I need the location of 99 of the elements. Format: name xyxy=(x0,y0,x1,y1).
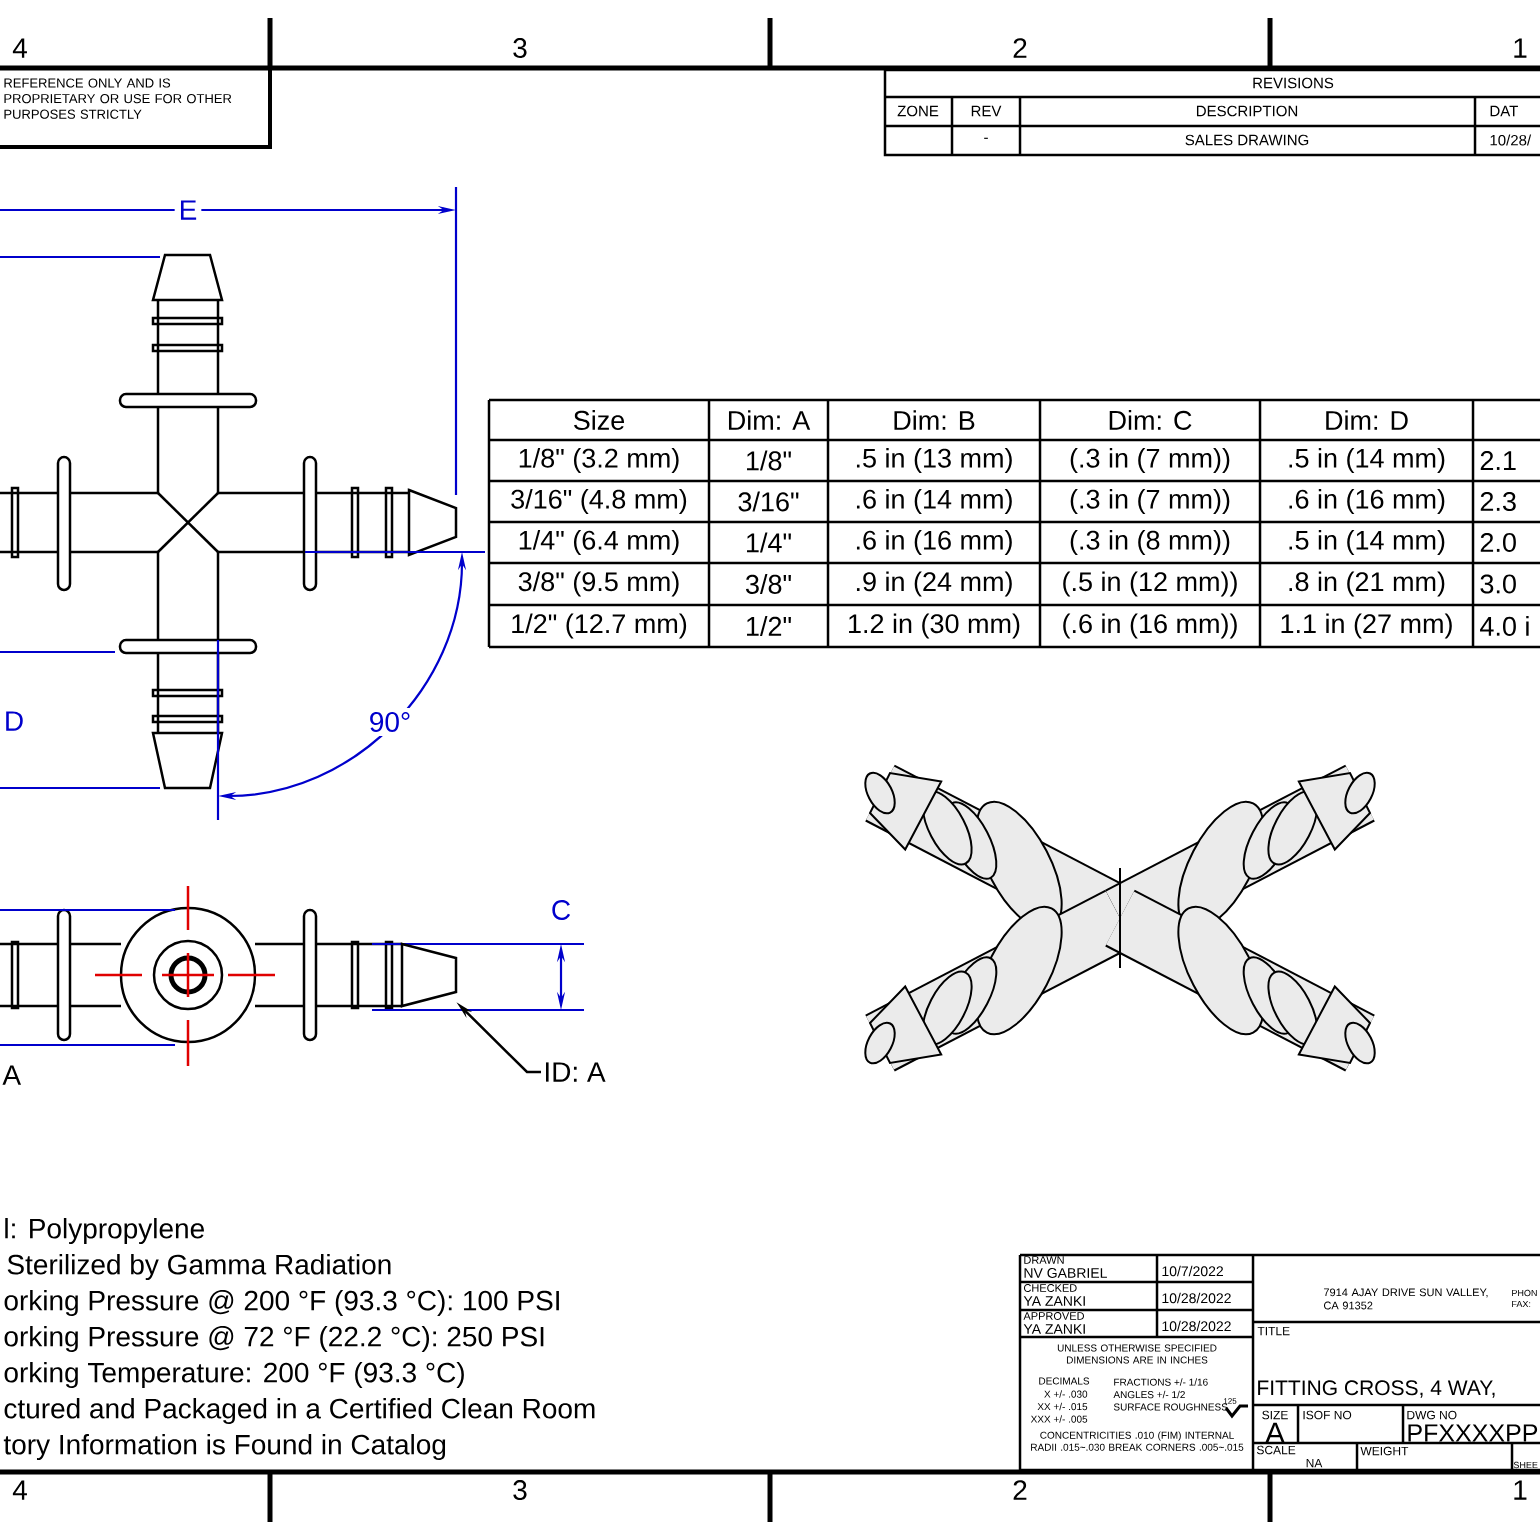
table-heading: Dim: D xyxy=(1326,410,1408,430)
table-entry: 3/8" xyxy=(746,574,791,594)
zone-number: 4 xyxy=(12,38,27,58)
title-block-text: FRACTIONS +/- 1/16 xyxy=(1114,1378,1208,1386)
drawing-number: PFXXXXPP xyxy=(1408,1424,1538,1442)
dimension-label: D xyxy=(6,711,23,731)
table-entry: SALES DRAWING xyxy=(1185,134,1309,146)
table-entry: .5 in (13 mm) xyxy=(856,447,1012,474)
title-block-text: FAX: xyxy=(1512,1300,1531,1308)
table-entry: - xyxy=(984,137,988,139)
table-entry: 1/8" (3.2 mm) xyxy=(519,447,679,474)
table-entry: DAT xyxy=(1490,105,1518,117)
table-entry: 1/4" (6.4 mm) xyxy=(519,529,679,556)
table-heading: Dim: C xyxy=(1109,410,1192,430)
table-entry: 1/2" xyxy=(747,616,791,636)
title-block-text: YA ZANKI xyxy=(1023,1324,1085,1334)
table-entry: 1/2" (12.7 mm) xyxy=(512,613,687,639)
table-entry: .6 in (14 mm) xyxy=(856,488,1012,515)
callout-text: ID: A xyxy=(546,1062,606,1082)
zone-number: 2 xyxy=(1013,1480,1027,1500)
table-entry: .8 in (21 mm) xyxy=(1289,571,1445,597)
title-block-text: SCALE xyxy=(1256,1445,1296,1455)
title-block-text: DRAWN xyxy=(1024,1256,1064,1264)
zone-number: 3 xyxy=(513,38,527,58)
table-entry: 10/28/ xyxy=(1490,134,1532,146)
title-block-text: SURFACE ROUGHNESS xyxy=(1113,1403,1228,1411)
table-entry: 2.0 xyxy=(1480,532,1516,553)
table-entry: 2.3 xyxy=(1480,491,1516,512)
title-block-text: NA xyxy=(1306,1458,1323,1468)
table-entry: 3/16" xyxy=(738,491,799,512)
title-block-text: ANGLES +/- 1/2 xyxy=(1113,1390,1185,1399)
title-block-text: SHEE xyxy=(1513,1461,1538,1469)
title-block-text: TITLE xyxy=(1257,1326,1290,1336)
dimension-label: 90° xyxy=(364,708,416,736)
title-block-text: 10/7/2022 xyxy=(1162,1265,1223,1277)
table-entry: 4.0 i xyxy=(1480,616,1529,636)
table-entry: 1.2 in (30 mm) xyxy=(849,613,1020,639)
title-block-text: APPROVED xyxy=(1023,1312,1084,1320)
table-entry: .9 in (24 mm) xyxy=(856,571,1012,597)
table-entry: 1/4" xyxy=(747,532,791,553)
title-block-text: 10/28/2022 xyxy=(1162,1292,1231,1304)
dimension-label: C xyxy=(552,900,571,920)
table-entry: 3/16" (4.8 mm) xyxy=(511,488,687,515)
table-entry: .6 in (16 mm) xyxy=(856,529,1012,556)
title-block-text: X +/- .030 xyxy=(1044,1390,1088,1398)
note-text: Sterilized by Gamma Radiation xyxy=(7,1254,391,1281)
table-heading: REVISIONS xyxy=(1253,77,1334,89)
address-text: 7914 AJAY DRIVE SUN VALLEY, CA 91352 xyxy=(1324,1288,1488,1310)
table-entry: .5 in (14 mm) xyxy=(1289,447,1445,474)
notice-text: REFERENCE ONLY AND IS PROPRIETARY OR USE FOR OTHER PURPOSES STRICTLY xyxy=(4,78,232,119)
table-entry: 1.1 in (27 mm) xyxy=(1281,613,1452,639)
zone-number: 1 xyxy=(1514,38,1527,58)
note-text: orking Temperature: 200 °F (93.3 °C) xyxy=(4,1362,464,1389)
title-block-text: 10/28/2022 xyxy=(1162,1320,1231,1332)
table-entry: 1/8" xyxy=(747,450,791,471)
table-entry: (.3 in (7 mm)) xyxy=(1070,447,1230,474)
title-block-text: DWG NO xyxy=(1407,1410,1457,1420)
note-text: l: Polypropylene xyxy=(5,1217,204,1245)
title-block-text: ISOF NO xyxy=(1303,1410,1352,1420)
title-block-text: YA ZANKI xyxy=(1023,1296,1085,1306)
title-block-text: CHECKED xyxy=(1023,1284,1077,1292)
table-entry: (.6 in (16 mm)) xyxy=(1063,613,1237,639)
table-heading: Dim: B xyxy=(894,410,975,430)
zone-number: 4 xyxy=(12,1480,27,1500)
table-entry: (.3 in (7 mm)) xyxy=(1070,488,1230,515)
table-entry: REV xyxy=(971,105,1002,117)
title-block-text: CONCENTRICITIES .010 (FIM) INTERNAL RADII .015~.030 BREAK CORNERS .005~.015 xyxy=(1031,1431,1244,1451)
dimension-label: A xyxy=(2,1065,21,1085)
table-entry: (.3 in (8 mm)) xyxy=(1070,529,1230,556)
table-entry: (.5 in (12 mm)) xyxy=(1063,571,1237,597)
note-text: ctured and Packaged in a Certified Clean Room xyxy=(4,1398,595,1425)
zone-number: 2 xyxy=(1013,38,1027,58)
table-entry: 3/8" (9.5 mm) xyxy=(518,571,679,597)
title-block-text: XXX +/- .005 xyxy=(1030,1415,1088,1423)
table-entry: 2.1 xyxy=(1480,451,1516,470)
title-block-text: A xyxy=(1265,1422,1285,1444)
title-block-text: NV GABRIEL xyxy=(1024,1268,1107,1278)
dimension-label: E xyxy=(174,196,202,224)
title-block-text: UNLESS OTHERWISE SPECIFIED DIMENSIONS ARE IN INCHES xyxy=(1057,1344,1217,1364)
title-block-text: WEIGHT xyxy=(1360,1446,1409,1456)
table-entry: 3.0 xyxy=(1480,574,1516,594)
note-text: orking Pressure @ 200 °F (93.3 °C): 100 PSI xyxy=(4,1290,559,1317)
table-heading: Size xyxy=(573,410,625,430)
roughness-value: 125 xyxy=(1223,1398,1237,1404)
zone-number: 3 xyxy=(513,1480,527,1500)
zone-number: 1 xyxy=(1514,1480,1527,1500)
title-block-text: DECIMALS xyxy=(1039,1377,1090,1385)
drawing-title: FITTING CROSS, 4 WAY, xyxy=(1258,1380,1495,1398)
table-heading: Dim: A xyxy=(729,410,811,430)
barb-tip xyxy=(400,942,458,1008)
table-entry: .6 in (16 mm) xyxy=(1289,488,1445,515)
table-entry: .5 in (14 mm) xyxy=(1289,529,1445,556)
table-entry: ZONE xyxy=(897,105,939,117)
title-block-text: SIZE xyxy=(1262,1410,1288,1420)
title-block-text: XX +/- .015 xyxy=(1037,1402,1088,1411)
table-entry: DESCRIPTION xyxy=(1197,105,1298,117)
note-text: orking Pressure @ 72 °F (22.2 °C): 250 PSI xyxy=(4,1326,544,1353)
title-block-text: PHON xyxy=(1512,1289,1537,1297)
note-text: tory Information is Found in Catalog xyxy=(3,1434,446,1461)
